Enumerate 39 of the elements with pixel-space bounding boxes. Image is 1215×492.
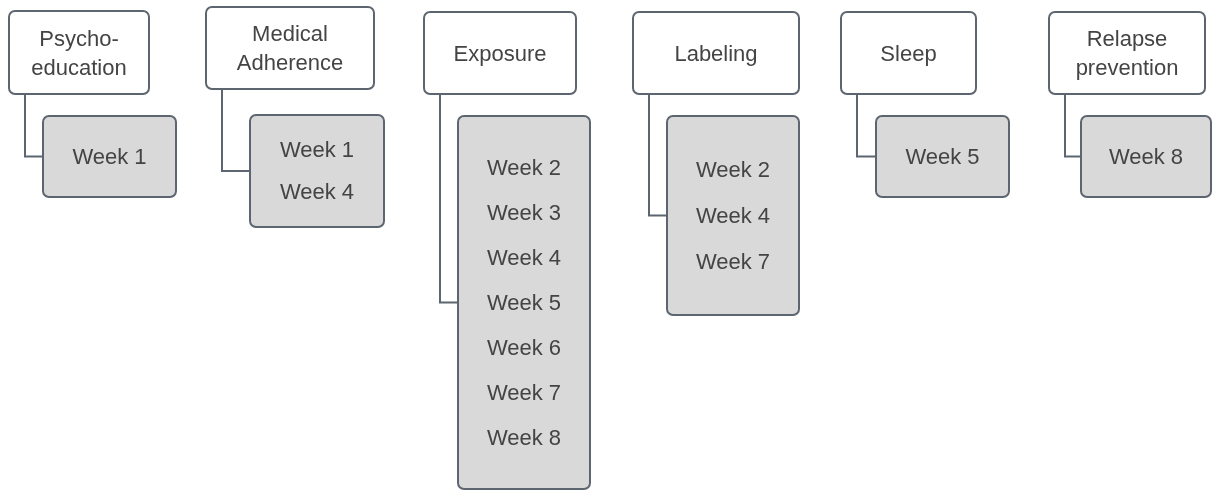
topic-label: Medical Adherence (235, 20, 345, 77)
topic-label: Exposure (453, 39, 547, 68)
topic-label: Labeling (674, 39, 758, 68)
connector-line (856, 94, 876, 158)
week-label: Week 4 (695, 201, 771, 230)
week-label: Week 3 (486, 199, 562, 227)
connector-line (221, 89, 250, 172)
connector-line (1064, 94, 1081, 158)
week-label: Week 2 (695, 155, 771, 184)
week-label: Week 8 (486, 424, 562, 452)
week-label: Week 1 (72, 142, 147, 171)
topic-label: Relapse prevention (1074, 25, 1180, 82)
schedule-box (1080, 115, 1212, 198)
week-label: Week 5 (486, 289, 562, 317)
topic-box (8, 10, 150, 95)
week-label: Week 4 (279, 178, 355, 206)
schedule-box (457, 115, 591, 490)
week-label: Week 1 (279, 136, 355, 164)
topic-box (632, 11, 800, 95)
week-label: Week 6 (486, 334, 562, 362)
topic-box (423, 11, 577, 95)
connector-line (24, 94, 43, 158)
week-label: Week 2 (486, 154, 562, 182)
topic-box (840, 11, 977, 95)
topic-box (1048, 11, 1206, 95)
schedule-box (42, 115, 177, 198)
week-label: Week 7 (486, 379, 562, 407)
connector-line (439, 94, 458, 304)
week-label: Week 4 (486, 244, 562, 272)
week-label: Week 5 (905, 142, 980, 171)
topic-box (205, 6, 375, 90)
schedule-box (875, 115, 1010, 198)
topic-label: Psycho-education (30, 24, 128, 82)
week-label: Week 8 (1108, 142, 1184, 171)
connector-line (648, 94, 667, 217)
schedule-box (249, 114, 385, 228)
week-label: Week 7 (695, 247, 771, 276)
topic-label: Sleep (880, 39, 937, 68)
schedule-box (666, 115, 800, 316)
